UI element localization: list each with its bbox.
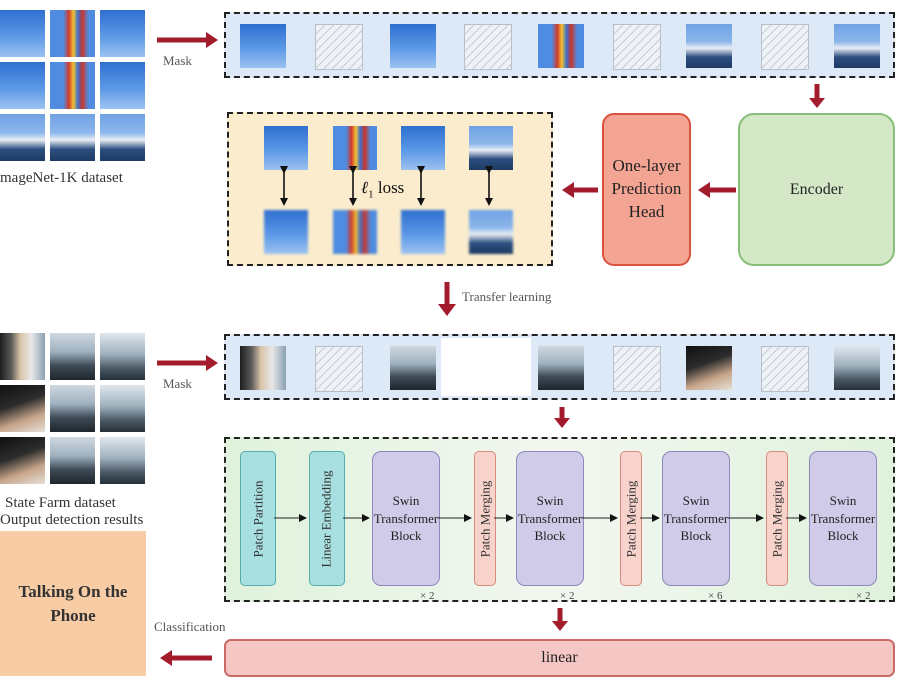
swin-block-label: Swin Transformer Block: [517, 493, 583, 544]
statefarm-patch: [100, 333, 145, 380]
statefarm-patch: [50, 437, 95, 484]
loss-subscript: 1: [368, 188, 374, 201]
transfer-learning-label: Transfer learning: [462, 289, 552, 304]
mask-arrow-bottom-head: [206, 355, 218, 371]
linear-head-block: linear: [224, 639, 895, 677]
stage-4-multiplier: × 2: [856, 590, 871, 602]
masked-patch: [613, 24, 661, 70]
imagenet-patch: [0, 10, 45, 57]
statefarm-patch: [0, 333, 45, 380]
blank-patch: [441, 338, 531, 396]
classification-arrow-head: [160, 650, 172, 666]
visible-patch: [538, 346, 584, 390]
imagenet-patch: [100, 62, 145, 109]
encoder-to-head-arrow-head: [698, 182, 710, 198]
backbone-to-linear-arrow-head: [552, 621, 568, 631]
imagenet-patch: [50, 114, 95, 161]
masked-patch: [761, 346, 809, 392]
imagenet-patch: [100, 10, 145, 57]
swin-block-label: Swin Transformer Block: [663, 493, 729, 544]
original-patch: [401, 126, 445, 170]
reconstructed-patch: [264, 210, 308, 254]
mask-label-top: Mask: [163, 53, 192, 68]
strip-to-encoder-arrow-head: [809, 98, 825, 108]
stage-3-multiplier: × 6: [708, 590, 723, 602]
stage-2-multiplier: × 2: [560, 590, 575, 602]
visible-patch: [834, 24, 880, 68]
swin-transformer-block-1: Swin Transformer Block: [372, 451, 440, 586]
visible-patch: [390, 24, 436, 68]
masked-patch-strip-top: [224, 12, 895, 78]
masked-patch: [761, 24, 809, 70]
statefarm-patch: [100, 385, 145, 432]
transfer-learning-arrow-head: [438, 304, 456, 316]
loss-symbol: ℓ: [361, 178, 369, 197]
original-patch: [264, 126, 308, 170]
visible-patch: [538, 24, 584, 68]
masked-patch-strip-bottom: [224, 334, 895, 400]
visible-patch: [834, 346, 880, 390]
original-patch: [469, 126, 513, 170]
detection-result-box: Talking On the Phone: [0, 531, 146, 676]
loss-word: loss: [377, 178, 405, 197]
imagenet-patch: [50, 62, 95, 109]
output-label: Output detection results: [0, 512, 144, 528]
imagenet-patch: [100, 114, 145, 161]
visible-patch: [240, 346, 286, 390]
statefarm-label: State Farm dataset: [5, 495, 116, 511]
masked-patch: [464, 24, 512, 70]
swin-backbone-box: Patch Partition Linear Embedding Swin Tr…: [224, 437, 895, 602]
prediction-head-label: One-layer Prediction Head: [611, 156, 682, 221]
swin-block-label: Swin Transformer Block: [810, 493, 876, 544]
masked-patch: [613, 346, 661, 392]
swin-block-label: Swin Transformer Block: [373, 493, 439, 544]
statefarm-patch: [0, 385, 45, 432]
visible-patch: [686, 346, 732, 390]
visible-patch: [240, 24, 286, 68]
statefarm-patch: [0, 437, 45, 484]
one-layer-prediction-head: One-layer Prediction Head: [602, 113, 691, 266]
swin-transformer-block-4: Swin Transformer Block: [809, 451, 877, 586]
statefarm-patch: [100, 437, 145, 484]
reconstruction-loss-box: ℓ1 loss: [227, 112, 553, 266]
encoder-label: Encoder: [789, 180, 844, 198]
reconstructed-patch: [401, 210, 445, 254]
original-patch: [333, 126, 377, 170]
masked-patch: [315, 346, 363, 392]
statefarm-image-grid: [0, 333, 145, 484]
imagenet-patch: [0, 62, 45, 109]
classification-label: Classification: [154, 619, 226, 634]
imagenet-patch: [50, 10, 95, 57]
visible-patch: [686, 24, 732, 68]
strip-to-backbone-arrow-head: [554, 418, 570, 428]
visible-patch: [390, 346, 436, 390]
detection-result-label: Talking On the Phone: [18, 581, 128, 625]
mask-label-bottom: Mask: [163, 376, 192, 391]
head-to-loss-arrow-head: [562, 182, 574, 198]
imagenet-image-grid: [0, 10, 145, 161]
stage-1-multiplier: × 2: [420, 590, 435, 602]
swin-transformer-block-2: Swin Transformer Block: [516, 451, 584, 586]
reconstructed-patch: [333, 210, 377, 254]
mask-arrow-top-head: [206, 32, 218, 48]
linear-embedding-block: Linear Embedding: [309, 451, 345, 586]
statefarm-patch: [50, 385, 95, 432]
imagenet-patch: [0, 114, 45, 161]
statefarm-patch: [50, 333, 95, 380]
encoder-block: Encoder: [738, 113, 895, 266]
linear-head-label: linear: [541, 649, 578, 666]
l1-loss-label: ℓ1 loss: [361, 178, 404, 200]
masked-patch: [315, 24, 363, 70]
imagenet-label: mageNet-1K dataset: [0, 170, 123, 186]
swin-transformer-block-3: Swin Transformer Block: [662, 451, 730, 586]
reconstructed-patch: [469, 210, 513, 254]
